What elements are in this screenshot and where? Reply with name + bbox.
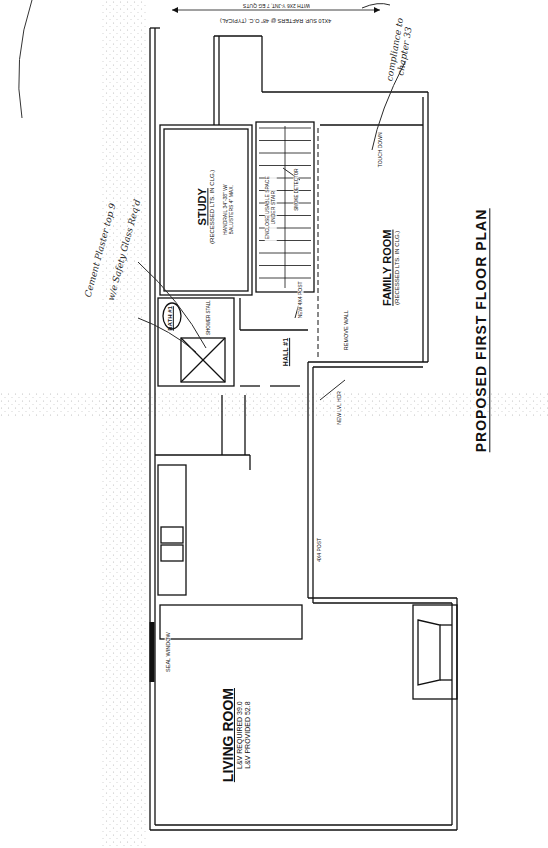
room-name: BATH #1: [167, 306, 174, 331]
header-note: NEW LVL HDR: [337, 391, 343, 425]
stair-note: ENCLOSE USABLE SPACE UNDER STAIR: [264, 171, 276, 246]
leader-lines: [138, 4, 405, 400]
stair-note: TOUCH DOWN: [377, 133, 383, 168]
dimension-arrows: [172, 7, 380, 13]
room-note: (RECESSED LTS. IN CLG.): [394, 231, 401, 305]
room-name: LIVING ROOM: [220, 688, 236, 782]
rafter-note: WITH 2X6 Y-JNT, 7 EG QUTS: [243, 2, 310, 8]
sealed-window: [150, 622, 155, 682]
walls: [150, 28, 457, 830]
arc-stroke: [19, 0, 32, 118]
handwritten-note: compliance to chapter 33: [383, 9, 417, 91]
fixture-note: SHOWER STALL: [205, 301, 210, 336]
stair-treads: [259, 126, 311, 288]
room-name: HALL #1: [282, 338, 290, 366]
room-note: L&V REQUIRED 39.0: [236, 701, 244, 769]
wall-note: REMOVE WALL: [343, 310, 349, 350]
window-note: SEAL WINDOW: [165, 632, 171, 672]
stair-note: HANDRAIL 34"-38" W/ BALUSTERS 4" MAX.: [222, 173, 234, 248]
post-note: 4X4 POST: [317, 538, 323, 562]
removed-wall: [318, 128, 319, 360]
room-label-stack: HALL #1: [282, 338, 290, 366]
room-note: (RECESSED LTS. IN CLG.): [209, 170, 216, 244]
rafter-note: 4X10 SUP. RAFTERS @ 48" O.C. (TYPICAL): [220, 18, 331, 24]
room-name: FAMILY ROOM: [381, 230, 394, 306]
dimension-line: [172, 10, 380, 11]
room-area: BATH #1: [158, 298, 182, 338]
drawing-title: PROPOSED FIRST FLOOR PLAN: [473, 208, 490, 452]
room-area: HALL #1: [256, 330, 308, 386]
room-area: STUDY(RECESSED LTS. IN CLG.): [164, 129, 248, 291]
room-area: LIVING ROOML&V REQUIRED 39.0L&V PROVIDED…: [156, 640, 412, 825]
room-label-stack: BATH #1: [167, 306, 174, 331]
post-note: NEW 4X4 POST: [297, 282, 303, 319]
room-note: L&V PROVIDED 52.8: [244, 701, 252, 768]
room-label-stack: LIVING ROOML&V REQUIRED 39.0L&V PROVIDED…: [220, 688, 252, 782]
room-name: STUDY: [196, 188, 209, 225]
room-area: FAMILY ROOM(RECESSED LTS. IN CLG.): [323, 128, 423, 362]
detector-note: SMOKE DETECTOR: [293, 169, 298, 211]
copy-noise: [0, 392, 548, 418]
room-label-stack: STUDY(RECESSED LTS. IN CLG.): [196, 170, 216, 244]
copy-noise: [100, 0, 146, 848]
room-label-stack: FAMILY ROOM(RECESSED LTS. IN CLG.): [381, 230, 401, 306]
